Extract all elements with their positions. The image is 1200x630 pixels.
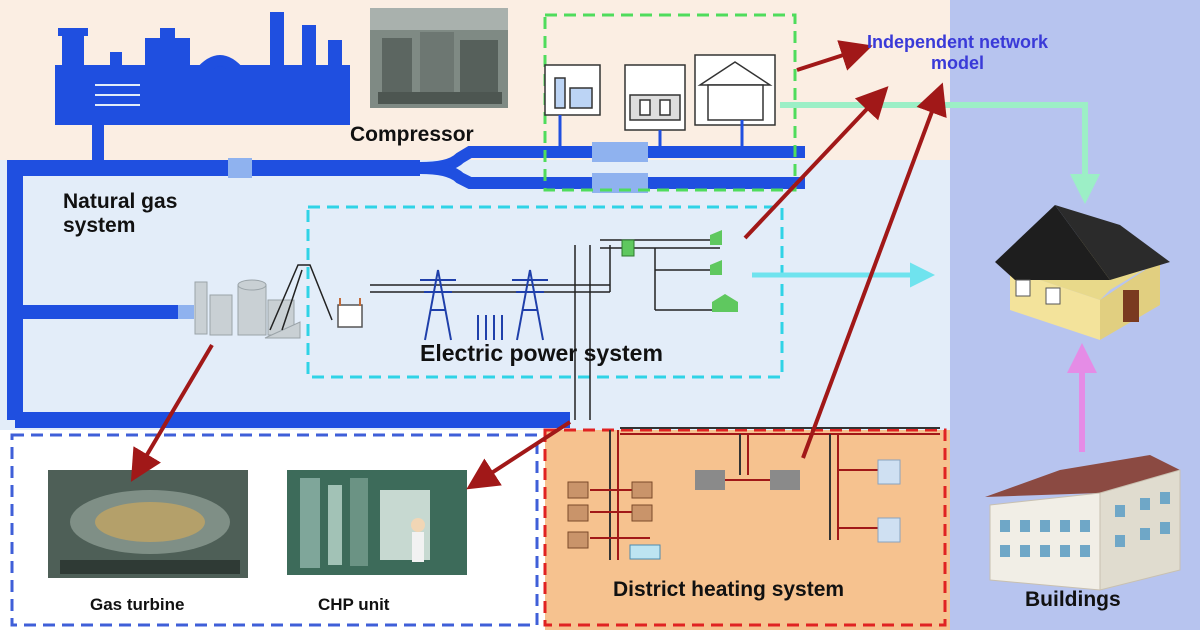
gas-pipeline [7, 146, 805, 428]
grid-to-chp-arrow [466, 420, 572, 490]
gas-to-model-arrow [796, 40, 873, 72]
heat-storage-icon [629, 544, 661, 560]
chp-unit-photo [287, 470, 467, 575]
power-region [0, 160, 950, 430]
factory-vents [95, 84, 140, 106]
transmission-tower-2-icon [512, 269, 548, 341]
compressor-label: Compressor [350, 123, 474, 146]
apartment-building-icon [985, 455, 1181, 591]
heating-to-model-arrow [801, 82, 947, 459]
power-to-model-arrow [743, 86, 889, 240]
model-arrows [130, 40, 947, 490]
electric-power-system-label: Electric power system [420, 340, 663, 366]
buildings-label: Buildings [1025, 588, 1121, 611]
heating-network-lines [590, 427, 940, 560]
heat-exchanger-icon [695, 470, 800, 490]
gas-turbine-photo [48, 470, 248, 578]
gas-consumer-pipes [558, 115, 744, 146]
electric-system-box [306, 205, 784, 379]
natural-gas-system-label: Natural gas system [63, 190, 178, 238]
ev-charger-icon [621, 230, 738, 312]
heating-houses-icon [567, 481, 653, 549]
gas-turbine-label: Gas turbine [90, 595, 185, 614]
pipeline-valves [178, 142, 648, 319]
generation-units-box [10, 433, 539, 627]
chp-unit-label: CHP unit [318, 595, 390, 614]
transformer-icon [337, 298, 363, 328]
heating-consumers-icon [877, 459, 901, 543]
power-plant-icon [194, 279, 301, 339]
electric-lines [269, 239, 720, 420]
transmission-tower-icon [420, 269, 456, 341]
district-heating-box [543, 428, 947, 627]
plant-to-turbine-arrow [130, 343, 214, 482]
independent-network-model-label: Independent network model [866, 32, 1048, 73]
district-heating-system-label: District heating system [613, 578, 845, 601]
substation-icon [477, 315, 503, 340]
gas-consumer-icons [544, 54, 776, 131]
compressor-photo [370, 8, 508, 108]
house-3d-icon [995, 205, 1170, 340]
